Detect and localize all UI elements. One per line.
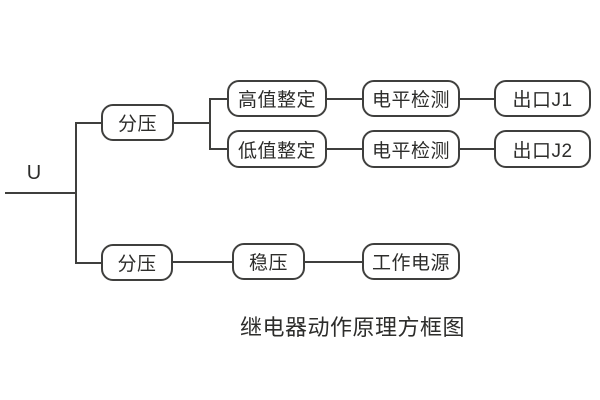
connector-bottom-b	[304, 261, 363, 263]
connector-bottom-a	[172, 261, 233, 263]
node-level-detection-2: 电平检测	[362, 130, 460, 168]
node-level-detection-1: 电平检测	[362, 80, 460, 117]
connector-row1-a	[209, 97, 228, 100]
node-label: 电平检测	[371, 140, 450, 162]
node-label: 稳压	[248, 253, 288, 274]
node-label: 分压	[117, 114, 157, 135]
node-low-value-setting: 低值整定	[227, 130, 327, 168]
connector-row1-b	[326, 97, 363, 100]
node-output-j1: 出口J1	[494, 80, 591, 117]
node-label: 低值整定	[237, 140, 316, 162]
node-label: 高值整定	[237, 90, 316, 111]
connector-row2-b	[326, 147, 363, 150]
connector-divider-to-split	[174, 121, 211, 124]
connector-row2-c	[459, 147, 495, 150]
node-label: 电平检测	[371, 90, 450, 111]
node-label: 工作电源	[371, 253, 450, 274]
node-output-j2: 出口J2	[494, 130, 591, 168]
node-label: 分压	[117, 254, 157, 275]
diagram-caption: 继电器动作原理方框图	[240, 315, 466, 340]
connector-split-vertical	[209, 97, 211, 150]
connector-main-vertical	[75, 121, 77, 264]
connector-row1-c	[459, 97, 495, 100]
node-voltage-divider-bottom: 分压	[101, 244, 173, 281]
connector-row2-a	[209, 147, 228, 150]
node-label: 出口J1	[512, 90, 573, 111]
node-voltage-regulator: 稳压	[232, 243, 305, 280]
node-label: 出口J2	[512, 140, 573, 162]
node-working-power: 工作电源	[362, 243, 460, 280]
connector-top-branch	[75, 121, 101, 124]
input-voltage-label: U	[26, 162, 42, 184]
node-high-value-setting: 高值整定	[227, 80, 327, 117]
connector-bottom-branch	[75, 261, 101, 264]
connector-input-line	[5, 191, 76, 194]
node-voltage-divider-top: 分压	[101, 104, 174, 141]
